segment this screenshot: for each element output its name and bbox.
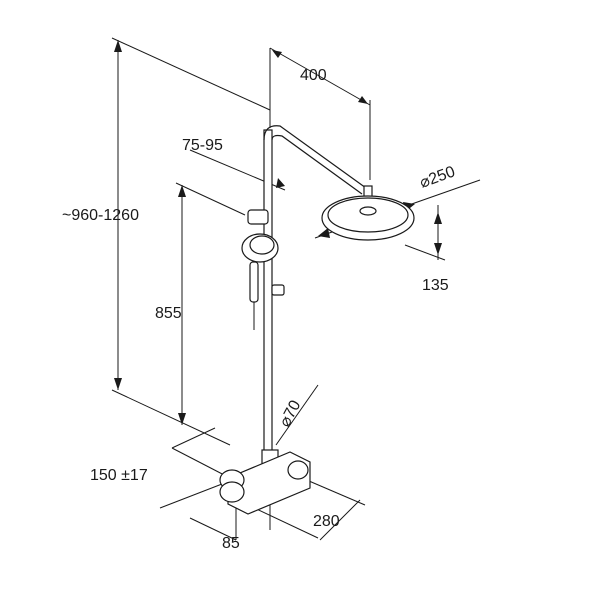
hand-height-extension-top xyxy=(175,182,246,216)
head-drop-extension xyxy=(404,244,446,261)
arm-arrow-left xyxy=(272,50,282,58)
label-hand-height: 855 xyxy=(155,305,182,322)
shower-holder xyxy=(247,209,269,225)
temperature-knob-base xyxy=(219,481,245,503)
head-diameter-arrow-left xyxy=(318,228,330,238)
inlet-spacing-line-top xyxy=(171,427,216,449)
overhead-arm-inner xyxy=(271,134,363,195)
depth-dimension-line xyxy=(189,517,237,541)
overhead-arm-outer xyxy=(263,125,367,189)
label-height-total: ~960-1260 xyxy=(62,207,139,224)
flow-knob xyxy=(287,460,309,480)
label-inlet-spacing: 150 ±17 xyxy=(90,467,148,484)
height-arrow-bottom xyxy=(114,378,122,390)
slide-clamp xyxy=(271,284,285,296)
arm-dimension-line xyxy=(269,47,371,106)
label-head-drop: 135 xyxy=(422,277,449,294)
rain-shower-joint xyxy=(359,206,377,216)
pipe-diameter-line xyxy=(275,384,319,446)
label-holder-range: 75-95 xyxy=(182,137,223,154)
height-extension-bottom xyxy=(111,389,231,446)
hand-height-arrow-bottom xyxy=(178,413,186,425)
mixer-extension-left xyxy=(247,504,319,539)
hand-height-arrow-top xyxy=(178,185,186,197)
dimension-lines xyxy=(111,37,481,541)
head-drop-arrow-top xyxy=(434,212,442,224)
label-pipe-diameter: ⌀70 xyxy=(277,398,305,430)
head-drop-arrow-bottom xyxy=(434,243,442,255)
height-extension-top xyxy=(111,37,271,111)
riser-pipe xyxy=(263,129,273,461)
holder-arrow xyxy=(276,178,285,188)
arm-arrow-right xyxy=(358,96,368,104)
label-head-diameter: ⌀250 xyxy=(418,163,458,191)
label-mixer-width: 280 xyxy=(313,513,340,530)
shower-column xyxy=(219,125,415,530)
mixer-width-dimension-line xyxy=(319,499,361,541)
label-depth: 85 xyxy=(222,535,240,552)
inlet-spacing-line-bottom xyxy=(159,483,223,509)
hand-shower-face xyxy=(249,235,275,255)
inlet-extension xyxy=(171,447,231,479)
height-arrow-top xyxy=(114,40,122,52)
hand-shower-handle xyxy=(249,261,259,303)
label-arm-length: 400 xyxy=(300,67,327,84)
